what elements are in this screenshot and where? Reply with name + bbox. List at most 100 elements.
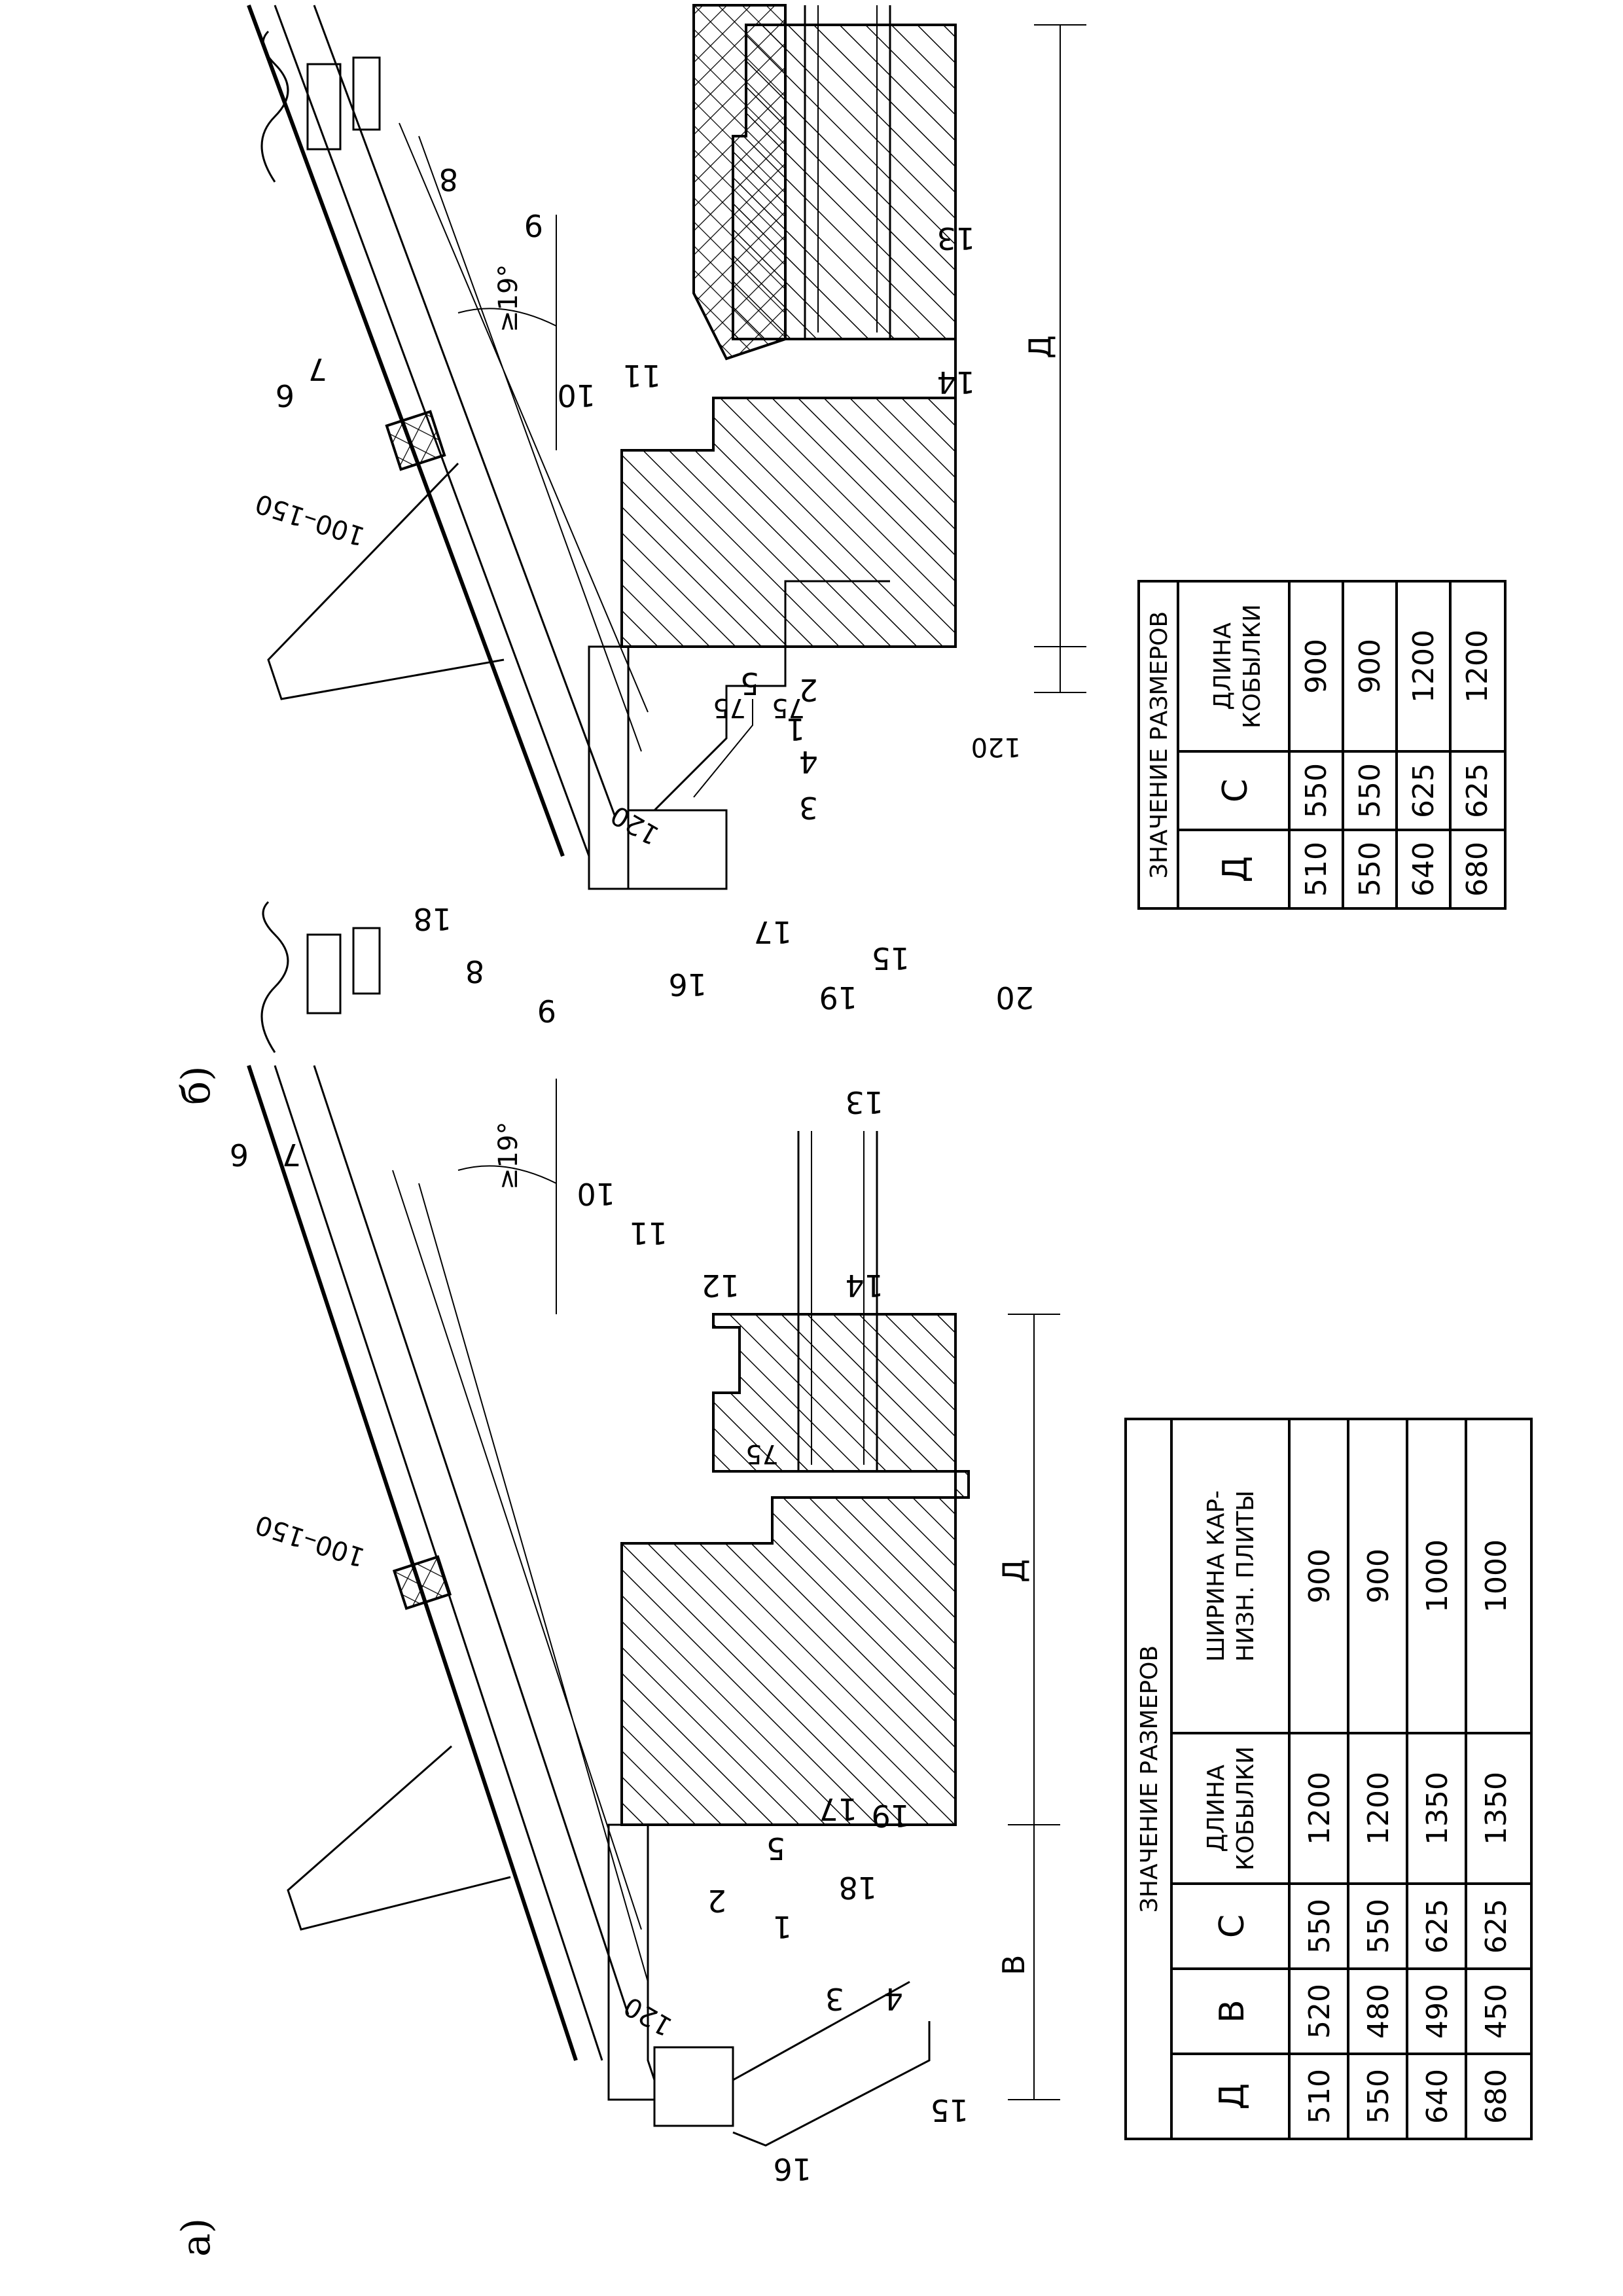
bracket-15-a — [732, 2021, 931, 2147]
callout-a-18: 18 — [838, 1870, 877, 1905]
rafter-lines-a — [392, 1170, 649, 1982]
cornice-block-b — [627, 809, 728, 890]
table-a-cell-r3-c1: 640 — [1421, 2069, 1454, 2124]
callouts-b: 1 2 3 4 5 6 7 8 9 10 11 13 14 15 16 17 1… — [276, 162, 1034, 1015]
gutter-15-b — [653, 580, 890, 812]
table-a-cell-r4-c5: 1000 — [1480, 1539, 1513, 1613]
table-a: ЗНАЧЕНИЕ РАЗМЕРОВ Д В С ДЛИНА КОБЫЛКИ ШИ… — [1124, 1418, 1533, 2140]
floor-slab-13-b — [804, 5, 891, 339]
table-a-cell-r2-c2: 480 — [1362, 1984, 1395, 2039]
detail-b: б) ≥ — [173, 4, 1507, 1105]
table-a-cell-r2-c3: 550 — [1362, 1899, 1395, 1954]
dim-D-b: Д — [1022, 335, 1058, 359]
table-a-head-len-1: ДЛИНА — [1203, 1765, 1230, 1852]
callout-a-4: 4 — [884, 1981, 903, 2017]
table-a-cell-r1-c2: 520 — [1303, 1984, 1336, 2039]
table-b-head-len-2: КОБЫЛКИ — [1239, 604, 1266, 728]
callout-a-11: 11 — [629, 1215, 668, 1251]
table-b-cell-r3-c2: 625 — [1407, 763, 1440, 818]
roof-sheathing-b — [313, 5, 616, 817]
callout-b-11: 11 — [622, 358, 661, 393]
table-a-cell-r2-c4: 1200 — [1362, 1772, 1395, 1845]
callout-b-7: 7 — [308, 351, 327, 387]
table-a-cell-r1-c4: 1200 — [1303, 1772, 1336, 1845]
dim-75-b-1: 75 — [713, 692, 746, 723]
callout-a-12: 12 — [701, 1268, 740, 1303]
ridge-battens-b — [306, 56, 381, 151]
callout-b-10: 10 — [557, 378, 596, 413]
table-b-cell-r1-c1: 510 — [1300, 842, 1333, 897]
ridge-tiles-b — [260, 30, 289, 183]
gutter-15-b-inner — [693, 699, 753, 798]
callout-a-17: 17 — [819, 1791, 857, 1827]
view-label-a: а) — [173, 2218, 219, 2257]
table-b-cell-r3-c3: 1200 — [1407, 630, 1440, 703]
table-a-head-width-1: ШИРИНА КАР- — [1203, 1490, 1230, 1662]
table-b-cell-r2-c2: 550 — [1353, 763, 1387, 818]
wall-a — [620, 1313, 970, 1826]
callout-a-13: 13 — [845, 1085, 883, 1120]
table-a-cell-r3-c4: 1350 — [1421, 1772, 1454, 1845]
callout-b-20: 20 — [995, 980, 1034, 1015]
table-a-body: 5105205501200900550480550120090064049062… — [1303, 1539, 1513, 2124]
snow-guard-5-b — [267, 462, 505, 700]
callout-a-1: 1 — [773, 1909, 792, 1945]
callout-a-6: 6 — [230, 1137, 249, 1172]
table-b-cell-r2-c3: 900 — [1353, 639, 1387, 694]
cornice-block-a — [653, 2046, 734, 2127]
table-b-title: ЗНАЧЕНИЕ РАЗМЕРОВ — [1146, 611, 1173, 878]
table-b-cell-r4-c3: 1200 — [1461, 630, 1494, 703]
callout-b-8: 8 — [439, 162, 458, 197]
table-a-cell-r3-c2: 490 — [1421, 1984, 1454, 2039]
table-a-head-B: В — [1213, 2000, 1252, 2023]
table-a-cell-r2-c1: 550 — [1362, 2069, 1395, 2124]
roof-slope-a — [247, 1065, 578, 2061]
insulation-slab-b — [692, 4, 787, 361]
callout-b-16: 16 — [668, 967, 707, 1002]
table-b: ЗНАЧЕНИЕ РАЗМЕРОВ Д С ДЛИНА КОБЫЛКИ 5105… — [1137, 580, 1507, 910]
dim-120-b-1: 120 — [606, 799, 664, 850]
dim-angle-a: ≥19° — [493, 1122, 524, 1190]
callout-b-3: 3 — [799, 790, 818, 825]
view-label-b: б) — [173, 1066, 219, 1105]
table-b-frame — [1137, 580, 1507, 910]
callout-b-14: 14 — [936, 365, 975, 400]
table-b-cell-r3-c1: 640 — [1407, 842, 1440, 897]
callout-b-19: 19 — [819, 980, 857, 1015]
angle-arc-b — [457, 308, 557, 327]
cornice-slab-a — [607, 1823, 656, 2101]
dim-B-a: В — [996, 1954, 1031, 1975]
callout-a-9: 9 — [537, 993, 556, 1028]
callout-a-7: 7 — [282, 1137, 301, 1172]
bracket-15-a-outline — [732, 1981, 910, 2081]
cornice-slab-b — [588, 645, 630, 890]
callout-a-15: 15 — [930, 2092, 969, 2128]
dim-lap-a: 100–150 — [252, 1509, 368, 1572]
insulation-6-b — [385, 410, 446, 471]
callout-a-16: 16 — [773, 2151, 812, 2187]
table-b-head-D: Д — [1216, 856, 1255, 883]
table-a-cell-r4-c4: 1350 — [1480, 1772, 1513, 1845]
callouts-a: 1 2 3 4 5 6 7 8 9 10 11 12 13 14 15 16 1… — [230, 954, 969, 2187]
dim-D-a: Д — [996, 1559, 1031, 1583]
dim-75-b-2: 75 — [772, 692, 805, 723]
dim-75-a: 75 — [745, 1439, 779, 1469]
dim-120-b-2: 120 — [971, 732, 1021, 762]
table-a-cell-r4-c3: 625 — [1480, 1899, 1513, 1954]
table-a-head-D: Д — [1213, 2083, 1252, 2110]
table-a-cell-r3-c5: 1000 — [1421, 1539, 1454, 1613]
table-a-frame — [1124, 1418, 1533, 2140]
callout-b-17: 17 — [753, 914, 792, 950]
snow-guard-5-a — [287, 1745, 511, 1931]
floor-slab-13-a — [797, 1131, 878, 1471]
ridge-tiles-a — [260, 901, 289, 1053]
callout-b-15: 15 — [871, 941, 910, 976]
table-a-head-C: С — [1213, 1914, 1252, 1938]
table-a-cell-r4-c2: 450 — [1480, 1984, 1513, 2039]
callout-b-6: 6 — [276, 378, 294, 413]
callout-a-5: 5 — [766, 1831, 785, 1866]
table-a-cell-r1-c1: 510 — [1303, 2069, 1336, 2124]
table-b-cell-r4-c1: 680 — [1461, 842, 1494, 897]
callout-b-5: 5 — [740, 666, 759, 701]
